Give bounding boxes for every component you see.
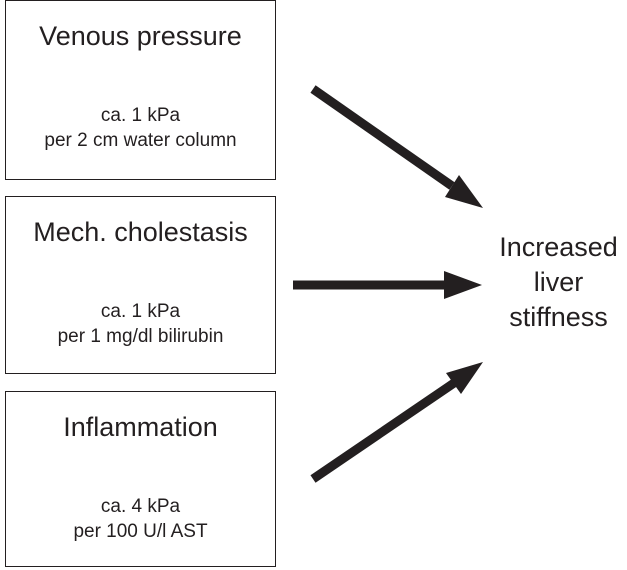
arrow-cholestasis-to-outcome [293, 271, 482, 299]
venous-pressure-title: Venous pressure [39, 21, 242, 51]
venous-pressure-detail: ca. 1 kPa per 2 cm water column [6, 103, 275, 153]
inflammation-value: ca. 4 kPa [100, 496, 181, 517]
outcome-line-1: Increased [499, 232, 618, 262]
mech-cholestasis-title: Mech. cholestasis [33, 217, 248, 247]
inflammation-detail: ca. 4 kPa per 100 U/l AST [6, 494, 275, 544]
mech-cholestasis-unit: per 1 mg/dl bilirubin [57, 326, 224, 347]
inflammation-unit: per 100 U/l AST [73, 521, 208, 542]
increased-liver-stiffness-label: Increased liver stiffness [490, 230, 627, 335]
inflammation-title: Inflammation [63, 412, 218, 442]
mech-cholestasis-detail: ca. 1 kPa per 1 mg/dl bilirubin [6, 299, 275, 349]
mech-cholestasis-value: ca. 1 kPa [100, 301, 181, 322]
outcome-line-3: stiffness [509, 302, 608, 332]
venous-pressure-value: ca. 1 kPa [100, 105, 181, 126]
outcome-line-2: liver [533, 267, 584, 297]
inflammation-box: Inflammation ca. 4 kPa per 100 U/l AST [5, 391, 276, 567]
arrow-inflammation-to-outcome [310, 362, 483, 483]
venous-pressure-unit: per 2 cm water column [44, 130, 237, 151]
mech-cholestasis-box: Mech. cholestasis ca. 1 kPa per 1 mg/dl … [5, 196, 276, 374]
arrow-venous-to-outcome [310, 85, 483, 208]
venous-pressure-box: Venous pressure ca. 1 kPa per 2 cm water… [5, 0, 276, 180]
